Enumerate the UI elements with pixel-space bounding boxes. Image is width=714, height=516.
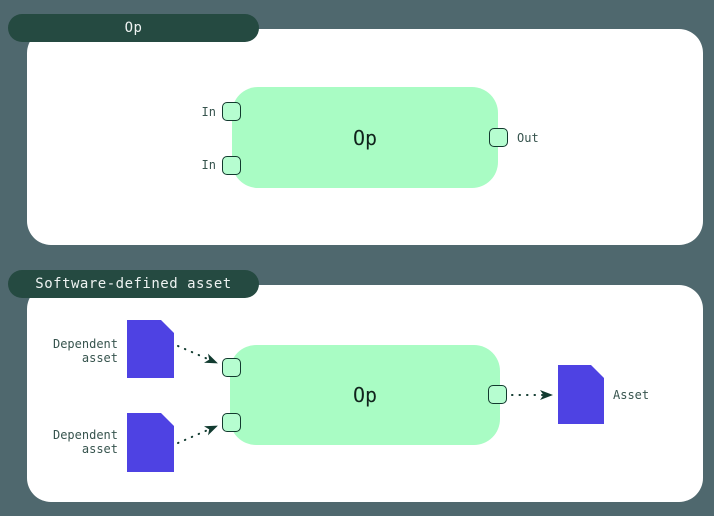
input-label-1: In [201, 105, 216, 119]
input-port-2 [222, 156, 241, 175]
dependent-asset-label-2: Dependent asset [52, 428, 118, 456]
input-port-1 [222, 102, 241, 121]
op-section-title: Op [124, 20, 143, 36]
sda-op-node-label: Op [352, 383, 378, 407]
sda-input-port-1 [222, 358, 241, 377]
asset-document-icon [558, 365, 604, 424]
sda-section-title-pill: Software-defined asset [8, 270, 259, 298]
sda-op-node: Op [230, 345, 500, 445]
op-node-label: Op [352, 125, 378, 150]
dependent-asset-document-icon-1 [127, 320, 174, 378]
output-port [489, 128, 508, 147]
op-node: Op [232, 87, 498, 188]
dependent-asset-label-1: Dependent asset [52, 337, 118, 365]
sda-input-port-2 [222, 413, 241, 432]
output-label: Out [517, 131, 539, 145]
sda-output-port [488, 385, 507, 404]
asset-label: Asset [613, 388, 650, 402]
dependent-asset-document-icon-2 [127, 413, 174, 472]
op-section-title-pill: Op [8, 14, 259, 42]
input-label-2: In [201, 158, 216, 172]
sda-section-title: Software-defined asset [35, 276, 232, 292]
